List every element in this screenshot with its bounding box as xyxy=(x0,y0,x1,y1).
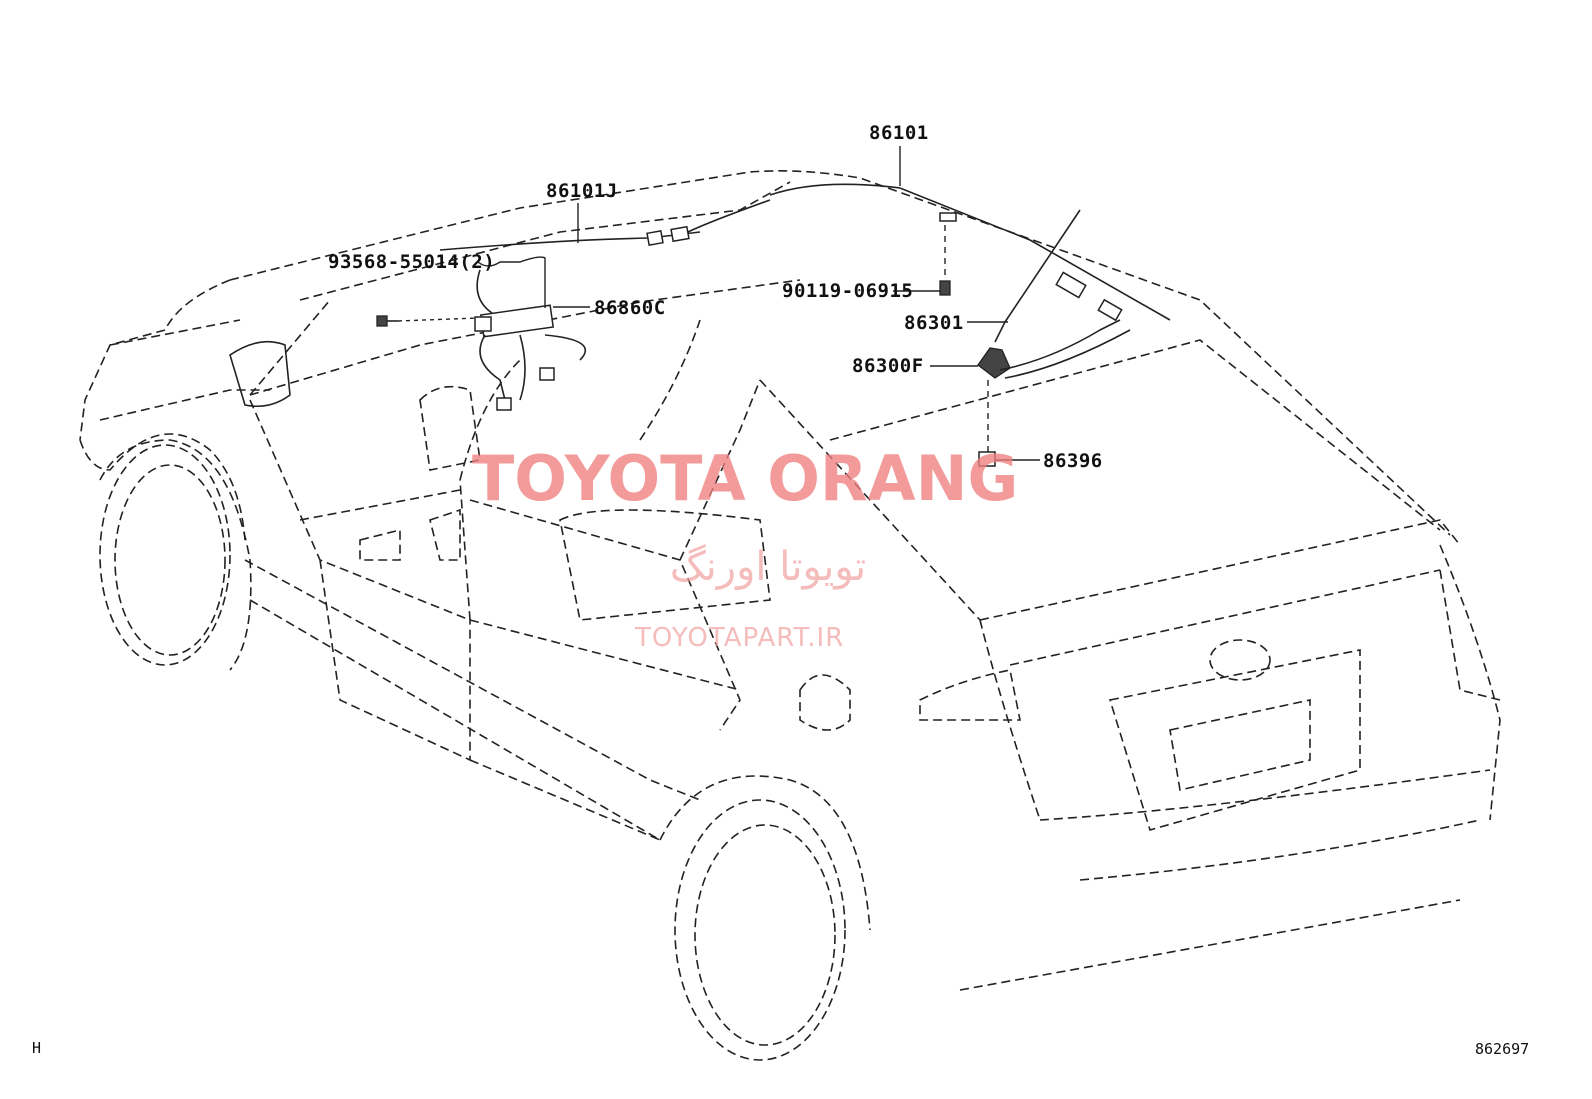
nut-86396 xyxy=(978,380,996,467)
label-86396: 86396 xyxy=(1043,450,1103,472)
watermark-persian: تویوتا اورنگ xyxy=(670,544,866,590)
antenna-cable-86101 xyxy=(679,183,1171,321)
label-86300F: 86300F xyxy=(852,355,924,377)
label-93568-55014: 93568-55014(2) xyxy=(328,251,495,273)
screw-93568 xyxy=(376,315,479,327)
diagram-number: 862697 xyxy=(1475,1040,1529,1058)
antenna-rod-86301 xyxy=(994,209,1081,343)
bolt-90119 xyxy=(939,225,951,296)
watermark-brand: TOYOTA ORANG xyxy=(472,442,1018,515)
cable-86101J xyxy=(439,225,701,316)
corner-code-left: H xyxy=(32,1039,41,1057)
label-90119-06915: 90119-06915 xyxy=(782,280,913,302)
antenna-base-86300F xyxy=(977,271,1131,379)
label-86101J: 86101J xyxy=(546,180,618,202)
label-86101: 86101 xyxy=(869,122,929,144)
amplifier-86860C xyxy=(474,304,586,411)
car-body-outline xyxy=(79,170,1501,1061)
leader-lines xyxy=(477,146,1040,461)
label-86860C: 86860C xyxy=(594,297,666,319)
watermark-site: TOYOTAPART.IR xyxy=(634,623,844,653)
label-86301: 86301 xyxy=(904,312,964,334)
